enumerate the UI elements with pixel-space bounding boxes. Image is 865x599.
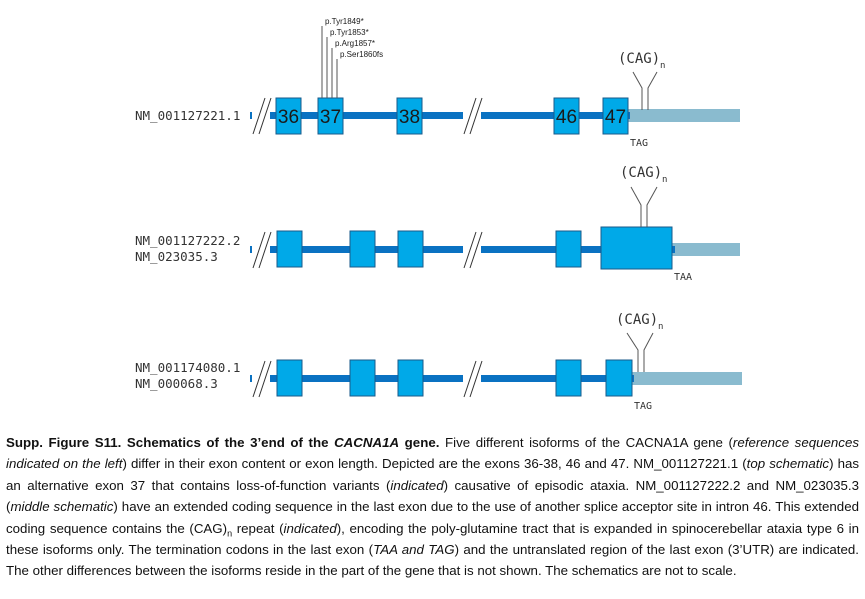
break-marks-middle-left	[252, 231, 272, 269]
caption-text-6: repeat (	[232, 520, 284, 536]
variant-label-2: p.Tyr1853*	[330, 28, 369, 37]
exon-36-label: 36	[278, 107, 299, 128]
schematic-bottom: NM_001174080.1 NM_000068.3 (CAG) n TAG	[135, 312, 742, 412]
cag-label-middle: (CAG)	[620, 165, 662, 181]
cag-marker-middle	[630, 186, 642, 227]
variant-label-1: p.Tyr1849*	[325, 17, 364, 26]
cag-label-bottom: (CAG)	[616, 312, 658, 328]
cag-sub-top: n	[660, 61, 665, 71]
exon-box-bottom-1	[276, 359, 303, 397]
exon-box-bottom-5	[605, 359, 633, 397]
caption-italic-6: indicated	[283, 520, 337, 536]
figure-caption: Supp. Figure S11. Schematics of the 3’en…	[6, 432, 859, 582]
caption-title: Supp. Figure S11. Schematics of the 3’en…	[6, 435, 439, 450]
isoform-label-middle-2: NM_023035.3	[135, 249, 218, 264]
exon-38-label: 38	[399, 107, 420, 128]
isoform-label-top: NM_001127221.1	[135, 108, 240, 123]
cag-marker-top-right	[647, 71, 658, 110]
caption-text-1: Five different isoforms of the CACNA1A g…	[439, 435, 733, 450]
caption-text-3: ) has an alternative exon 37 that contai…	[6, 456, 860, 493]
caption-title-gene: CACNA1A	[334, 435, 400, 450]
exon-46-label: 46	[556, 107, 577, 128]
exon-36-box	[275, 97, 302, 135]
utr-middle	[670, 243, 740, 256]
caption-text-8: ) and the untranslated region of the las…	[6, 542, 859, 579]
caption-italic-7: TAA and TAG	[373, 542, 455, 558]
stop-codon-bottom: TAG	[634, 401, 652, 412]
cag-marker-middle-right	[646, 186, 658, 227]
exon-box-bottom-4	[555, 359, 582, 397]
caption-text-5: ) have an extended coding sequence in th…	[6, 499, 859, 536]
exon-box-bottom-2	[349, 359, 376, 397]
exon-37-label: 37	[320, 107, 341, 128]
caption-title-b: gene.	[399, 435, 440, 450]
cag-marker-bottom-right	[643, 332, 654, 372]
exon-box-middle-2	[349, 230, 376, 268]
caption-text-7: ), encoding the poly-glutamine tract tha…	[6, 520, 859, 558]
cag-label-top: (CAG)	[618, 51, 660, 67]
exon-box-middle-3	[397, 230, 424, 268]
exon-box-middle-5-extended	[600, 226, 673, 270]
isoform-label-bottom-2: NM_000068.3	[135, 376, 218, 391]
variant-label-4: p.Ser1860fs	[340, 50, 383, 59]
backbone-middle	[250, 246, 675, 253]
utr-bottom	[632, 372, 742, 385]
caption-title-a: Supp. Figure S11. Schematics of the 3’en…	[6, 435, 335, 450]
utr-top	[628, 109, 740, 122]
cag-sub-middle: n	[662, 175, 667, 185]
break-marks-top-left	[252, 97, 272, 135]
stop-codon-top: TAG	[630, 138, 648, 149]
exon-47-label: 47	[605, 107, 626, 128]
caption-sub-n: n	[227, 528, 233, 539]
caption-text-4: ) causative of episodic ataxia. NM_00112…	[6, 477, 859, 515]
break-marks-bottom-mid	[463, 360, 483, 398]
backbone-top	[250, 112, 630, 119]
cag-marker-top	[632, 71, 643, 110]
break-marks-bottom-left	[252, 360, 272, 398]
break-marks-top-mid	[463, 97, 483, 135]
exon-38-box	[396, 97, 423, 135]
caption-italic-2: top schematic	[746, 456, 830, 472]
exon-box-middle-4	[555, 230, 582, 268]
schematic-middle: NM_001127222.2 NM_023035.3 (CAG) n TAA	[135, 165, 740, 283]
exon-37-box	[317, 97, 344, 135]
cag-sub-bottom: n	[658, 322, 663, 332]
caption-italic-3: indicated	[390, 477, 444, 493]
caption-text-2: ) differ in their exon content or exon l…	[122, 456, 747, 472]
backbone-bottom	[250, 375, 634, 382]
exon-box-middle-1	[276, 230, 303, 268]
schematic-top: NM_001127221.1 36 37 38 46 47	[135, 17, 740, 149]
cag-marker-bottom	[626, 332, 639, 372]
isoform-label-middle-1: NM_001127222.2	[135, 233, 240, 248]
isoform-label-bottom-1: NM_001174080.1	[135, 360, 240, 375]
break-marks-middle-mid	[463, 231, 483, 269]
isoform-diagram: NM_001127221.1 36 37 38 46 47	[135, 17, 742, 412]
stop-codon-middle: TAA	[674, 272, 692, 283]
exon-box-bottom-3	[397, 359, 424, 397]
variant-label-3: p.Arg1857*	[335, 39, 375, 48]
exon-46-box	[553, 97, 580, 135]
caption-italic-4: middle schematic	[10, 499, 114, 515]
caption-italic-1: reference sequences indicated on the lef…	[6, 435, 859, 472]
variant-lines	[321, 26, 338, 98]
exon-47-box	[602, 97, 629, 135]
